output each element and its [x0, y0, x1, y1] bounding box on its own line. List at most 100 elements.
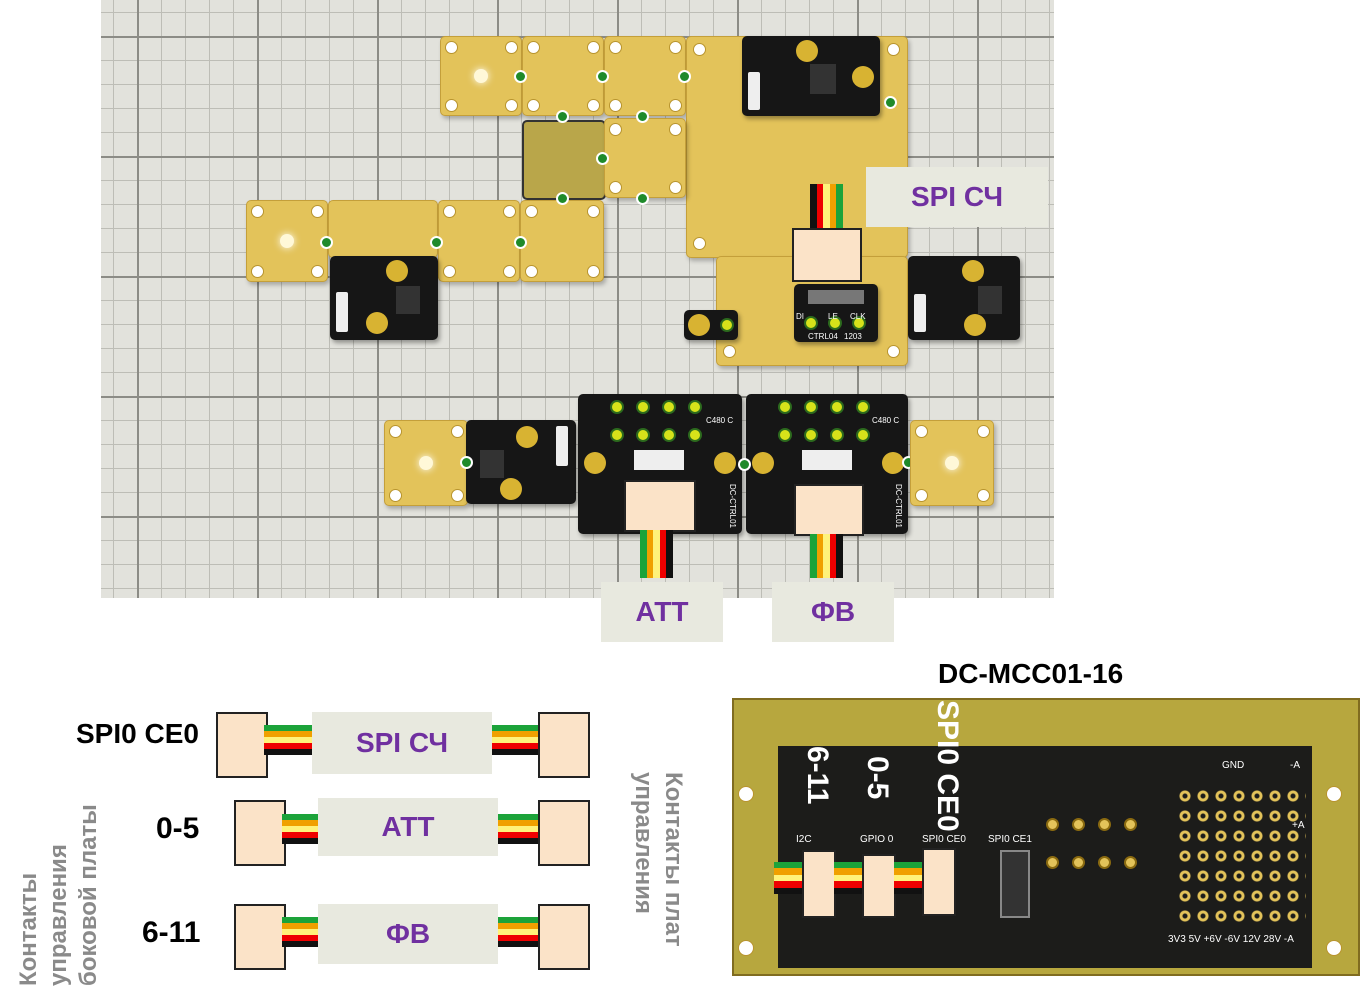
pin-clk-label: CLK	[850, 312, 866, 321]
mcc-pad	[1046, 818, 1059, 831]
small-chip	[684, 310, 738, 340]
board-tile	[246, 200, 328, 282]
mounting-hole	[1326, 786, 1342, 802]
board-tile	[440, 36, 522, 116]
mcc-conn-spi0-ce1: SPI0 CE1	[988, 834, 1032, 845]
mcc-cable	[894, 862, 922, 895]
junction-pad	[596, 152, 609, 165]
pin-le-label: LE	[828, 312, 838, 321]
mcc-conn-gpio0: GPIO 0	[860, 834, 894, 845]
cable-fv	[810, 534, 843, 578]
board-tile	[604, 36, 686, 116]
mounting-hole	[738, 786, 754, 802]
board-tile-dark	[522, 120, 606, 200]
junction-pad	[320, 236, 333, 249]
mcc-voltages-label: 3V3 5V +6V -6V 12V 28V -A	[1168, 934, 1294, 945]
legend-cable	[282, 917, 320, 947]
mcc-pad	[1124, 856, 1137, 869]
mcc-pad	[1098, 856, 1111, 869]
legend-cable	[492, 725, 540, 755]
mcc-gnd-label: GND	[1222, 760, 1245, 771]
board-tile	[328, 200, 438, 258]
label-att: АТТ	[601, 582, 723, 642]
mcc-cable	[834, 862, 864, 895]
board-tile	[604, 118, 686, 198]
mcc-conn-spi0-ce0: SPI0 CE0	[922, 834, 966, 845]
power-module	[742, 36, 880, 116]
board-tile	[438, 200, 520, 282]
board-tile	[910, 420, 994, 506]
ctrl-label: CTRL04	[808, 332, 838, 341]
dc-ctrl-label: DC-CTRL01	[728, 484, 737, 529]
connector-att	[624, 480, 696, 532]
junction-pad	[596, 70, 609, 83]
connector-fv	[794, 484, 864, 536]
mcc-pad	[1072, 856, 1085, 869]
legend-left-6-11: 6-11	[142, 916, 201, 949]
board-tile	[522, 36, 604, 116]
legend-connector	[216, 712, 268, 778]
caption-control-boards: Контакты плат управления	[630, 772, 687, 947]
power-module	[330, 256, 438, 340]
board-tile	[520, 200, 604, 282]
mcc-pad	[1098, 818, 1111, 831]
chip-number: 1203	[844, 332, 862, 341]
mcc-vertical-label-0-5: 0-5	[861, 756, 894, 800]
dc-ctrl-label: DC-CTRL01	[894, 484, 903, 529]
junction-pad	[460, 456, 473, 469]
label-spi: SPI СЧ	[866, 167, 1048, 227]
mounting-hole	[1326, 940, 1342, 956]
mcc-connector-empty	[1000, 850, 1030, 918]
cable-att	[640, 530, 673, 578]
board-tile	[384, 420, 468, 506]
mcc-connector	[862, 854, 896, 918]
mcc-minus-a-label: -A	[1290, 760, 1300, 771]
mcc-conn-i2c: I2C	[796, 834, 812, 845]
legend-left-spi0-ce0: SPI0 CE0	[76, 718, 199, 749]
power-module	[466, 420, 576, 504]
legend-cable	[264, 725, 314, 755]
mcc-vertical-label-6-11: 6-11	[801, 746, 834, 805]
legend-label-fv: ФВ	[318, 904, 498, 964]
mcc-vertical-label-spi0-ce0: SPI0 CE0	[931, 700, 964, 832]
junction-pad	[514, 70, 527, 83]
mcc-connector	[922, 848, 956, 916]
cable-spi	[810, 184, 843, 230]
caption-side-board: Контакты управления боковой платы	[15, 804, 102, 986]
legend-cable	[498, 814, 540, 844]
mcc-pad	[1124, 818, 1137, 831]
legend-connector	[538, 904, 590, 970]
mcc-cable	[774, 862, 804, 895]
connector-spi	[792, 228, 862, 282]
legend-label-att: АТТ	[318, 798, 498, 856]
junction-pad	[514, 236, 527, 249]
ctrl04-chip: DI LE CLK CTRL04 1203	[794, 284, 878, 342]
legend-cable	[498, 917, 540, 947]
legend-connector	[538, 800, 590, 866]
mcc-pin-grid	[1176, 786, 1306, 926]
mounting-hole	[738, 940, 754, 956]
mcc-connector	[802, 850, 836, 918]
mcc-title: DC-MCC01-16	[938, 658, 1124, 689]
label-fv: ФВ	[772, 582, 894, 642]
c480-label: C480 C	[706, 416, 734, 425]
junction-pad	[556, 192, 569, 205]
legend-connector	[234, 800, 286, 866]
legend-cable	[282, 814, 320, 844]
junction-pad	[556, 110, 569, 123]
pin-di-label: DI	[796, 312, 804, 321]
legend-connector	[538, 712, 590, 778]
power-module	[908, 256, 1020, 340]
junction-pad	[738, 458, 751, 471]
legend-left-0-5: 0-5	[156, 812, 200, 845]
legend-label-spi: SPI СЧ	[312, 712, 492, 774]
legend-connector	[234, 904, 286, 970]
junction-pad	[678, 70, 691, 83]
junction-pad	[430, 236, 443, 249]
mcc-pad	[1046, 856, 1059, 869]
junction-pad	[884, 96, 897, 109]
junction-pad	[636, 110, 649, 123]
mcc-pad	[1072, 818, 1085, 831]
c480-label: C480 C	[872, 416, 900, 425]
junction-pad	[636, 192, 649, 205]
